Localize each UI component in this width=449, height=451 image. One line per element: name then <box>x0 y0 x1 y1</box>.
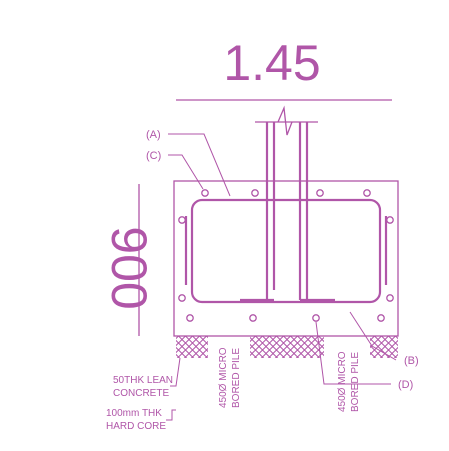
lean-concrete-note-line1: 50THK LEAN <box>113 375 173 386</box>
callout-c: (C) <box>146 150 161 162</box>
callout-c-leader <box>168 154 204 190</box>
hard-core-note-line2: HARD CORE <box>106 421 166 432</box>
width-dimension-text: 1.45 <box>223 35 320 91</box>
pile-label-left-line1: 450Ø MICRO <box>218 347 229 408</box>
hard-core-hatch <box>176 336 398 358</box>
callout-b: (B) <box>404 355 419 367</box>
hard-core-leader <box>166 409 176 421</box>
lean-concrete-note-line2: CONCRETE <box>113 388 169 399</box>
height-dimension-text: 900 <box>101 226 157 309</box>
callout-a-leader <box>168 133 231 197</box>
pile-cap-outline <box>173 180 399 337</box>
rebar-dots-top <box>201 189 371 197</box>
pile-label-left: 450Ø MICRO BORED PILE <box>218 347 242 408</box>
pile-label-right: 450Ø MICRO BORED PILE <box>337 351 361 412</box>
callout-a: (A) <box>146 129 161 141</box>
pile-label-right-line1: 450Ø MICRO <box>337 351 348 412</box>
rebar-cage <box>184 198 388 304</box>
callout-b-leader <box>349 311 397 361</box>
pile-label-left-line2: BORED PILE <box>231 348 242 408</box>
callout-d-leader <box>315 321 391 385</box>
callout-d: (D) <box>398 379 413 391</box>
column-starter-bars <box>240 105 335 302</box>
lean-concrete-leader <box>170 357 181 387</box>
hard-core-note-line1: 100mm THK <box>106 408 162 419</box>
pile-label-right-line2: BORED PILE <box>350 352 361 412</box>
rebar-dots-bottom <box>186 314 385 322</box>
rebar-dots-side <box>178 216 394 302</box>
